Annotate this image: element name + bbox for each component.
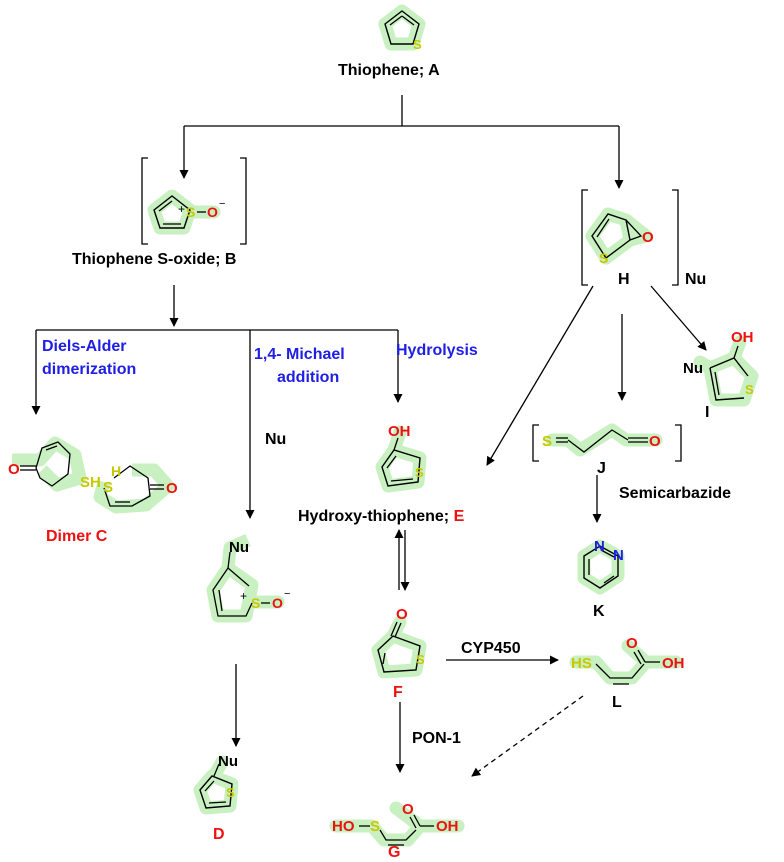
label-l: L: [612, 694, 622, 711]
bracket-h-left: [581, 189, 588, 286]
b-oxygen: O: [207, 204, 218, 220]
adduct-minus: −: [284, 588, 290, 600]
compound-d: Nu S: [193, 753, 239, 815]
reagent-cyp450: CYP450: [461, 640, 521, 657]
label-h: H: [618, 271, 630, 288]
label-e-letter: E: [453, 508, 465, 525]
bracket-j-left: [532, 424, 539, 462]
adduct-sulfur: S: [251, 595, 260, 611]
bracket-b-right: [240, 157, 247, 245]
i-sulfur: S: [745, 382, 754, 397]
c-sh: SH: [80, 474, 101, 491]
g-sulfur: S: [370, 818, 380, 835]
reagent-michael-1: 1,4- Michael: [254, 346, 345, 363]
a-sulfur: S: [413, 37, 422, 52]
compound-h: S O: [585, 207, 654, 266]
c-h: H: [111, 463, 121, 479]
c-oxygen-left: O: [8, 461, 20, 478]
compound-a: S: [378, 4, 426, 52]
b-sulfur: S: [186, 204, 195, 220]
h-oxygen: O: [642, 229, 654, 246]
compound-k: N N: [577, 538, 625, 595]
arrow-h-to-e: [486, 285, 594, 466]
c-oxygen-right: O: [166, 480, 178, 497]
h-sulfur: S: [599, 250, 608, 266]
label-e: Hydroxy-thiophene; E: [298, 508, 464, 526]
reagent-nu-h-to-i: Nu: [685, 271, 707, 288]
arrow-l-to-g: [471, 695, 584, 777]
label-d: D: [213, 826, 225, 843]
compound-g: HO S O OH: [329, 801, 465, 847]
b-minus: −: [219, 198, 225, 210]
i-oh: OH: [731, 329, 754, 346]
adduct-nu: Nu: [229, 539, 249, 556]
label-c: Dimer C: [46, 528, 108, 545]
reagent-semicarbazide: Semicarbazide: [619, 485, 732, 502]
compound-b: + S O −: [147, 189, 225, 235]
b-plus: +: [178, 202, 185, 216]
label-e-name: Hydroxy-thiophene;: [298, 508, 454, 525]
c-s: S: [103, 479, 113, 496]
i-nu: Nu: [683, 360, 703, 377]
e-sulfur: S: [415, 465, 424, 480]
label-k: K: [593, 603, 605, 620]
f-sulfur: S: [416, 652, 425, 667]
d-sulfur: S: [226, 785, 235, 800]
g-oxygen: O: [402, 801, 414, 818]
compound-j: S O: [542, 423, 663, 457]
j-sulfur: S: [542, 433, 552, 450]
compound-i: OH Nu S: [683, 329, 759, 407]
arrow-h-to-i: [650, 285, 707, 351]
adduct-oxygen: O: [272, 595, 283, 611]
j-oxygen: O: [649, 433, 661, 450]
g-ho: HO: [332, 818, 355, 835]
g-oh: OH: [436, 818, 459, 835]
label-g: G: [388, 844, 401, 861]
l-oh: OH: [662, 655, 685, 672]
bracket-h-right: [672, 189, 679, 286]
compound-e: OH S: [375, 423, 427, 493]
d-nu: Nu: [218, 753, 238, 770]
bracket-b-left: [141, 157, 148, 245]
label-b: Thiophene S-oxide; B: [72, 251, 237, 268]
reagent-hydrolysis: Hydrolysis: [396, 342, 478, 359]
reagent-diels-alder-1: Diels-Alder: [42, 338, 127, 355]
compound-l: HS O OH: [569, 635, 685, 685]
k-n2: N: [613, 547, 624, 564]
reagent-diels-alder-2: dimerization: [42, 361, 137, 378]
compound-c: O SH H S O: [8, 436, 178, 514]
f-oxygen: O: [396, 606, 408, 623]
compound-f: O S: [371, 606, 427, 679]
label-i: I: [705, 404, 710, 421]
brackets: [141, 157, 682, 462]
l-hs: HS: [571, 655, 592, 672]
label-j: J: [597, 460, 606, 477]
compound-michael-adduct: Nu + S O −: [206, 534, 290, 623]
bracket-j-right: [675, 424, 682, 462]
scheme-arrows: [31, 95, 707, 777]
adduct-plus: +: [240, 589, 247, 603]
label-f: F: [393, 684, 403, 701]
reagent-nu-michael: Nu: [265, 431, 287, 448]
reagent-pon1: PON-1: [412, 730, 461, 747]
reagent-michael-2: addition: [277, 369, 340, 386]
e-oh: OH: [388, 423, 411, 440]
l-oxygen: O: [626, 635, 638, 652]
k-n1: N: [594, 538, 605, 555]
label-a: Thiophene; A: [338, 62, 440, 79]
